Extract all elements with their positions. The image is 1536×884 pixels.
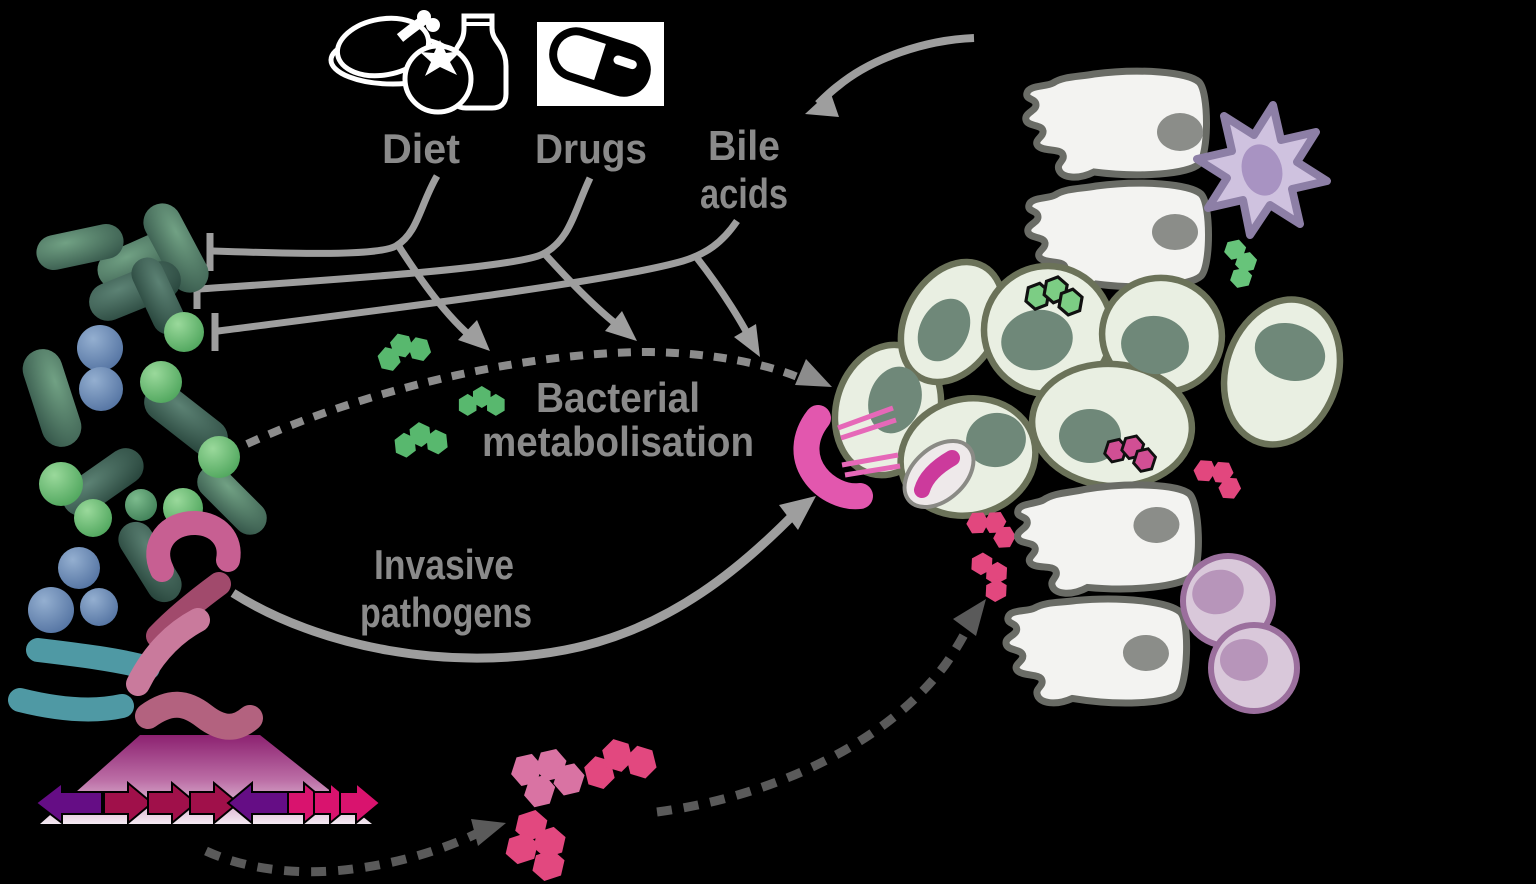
arrowhead bbox=[805, 91, 839, 117]
green-coccus bbox=[140, 361, 182, 403]
blue-coccus bbox=[28, 587, 74, 633]
pill-shine bbox=[613, 55, 637, 70]
drumstick-bone bbox=[426, 18, 440, 32]
arrowhead bbox=[458, 320, 490, 351]
cell-nucleus bbox=[868, 366, 922, 434]
arrowhead bbox=[795, 359, 832, 387]
attached-pathogen bbox=[793, 405, 901, 510]
epithelium bbox=[793, 71, 1344, 714]
cell-nucleus bbox=[966, 412, 1026, 468]
drugs-label: Drugs bbox=[535, 125, 647, 172]
tomato-calyx bbox=[420, 40, 461, 76]
pink-pathogen-bacterium bbox=[126, 608, 210, 696]
cell-nucleus bbox=[1121, 315, 1189, 375]
bacterial-metabolisation-label: Bacterial bbox=[536, 374, 700, 421]
invasive-pathogens-label: Invasive bbox=[374, 541, 514, 588]
invasive-pathogens-arrow bbox=[230, 504, 804, 663]
bacterial-metabolisation-label: metabolisation bbox=[482, 418, 754, 465]
green-coccus bbox=[198, 436, 240, 478]
inhibition-line-bile bbox=[217, 219, 740, 335]
diet-label: Diet bbox=[382, 125, 460, 172]
epithelial-cell bbox=[1016, 483, 1200, 595]
modulator-connectors bbox=[193, 174, 758, 351]
drugs-icon bbox=[537, 22, 664, 106]
teal-rod-bacterium bbox=[8, 688, 134, 722]
cell-nucleus bbox=[1122, 634, 1169, 671]
cell-nucleus bbox=[1157, 113, 1203, 151]
bile-acids-label: acids bbox=[700, 170, 788, 217]
gene-arrow-right-crimson bbox=[147, 780, 198, 826]
cell-nucleus bbox=[1133, 506, 1180, 543]
connector-arrowheads bbox=[458, 311, 760, 357]
pill-capsule-half bbox=[592, 40, 647, 93]
invasive-pathogens-label: pathogens bbox=[360, 589, 532, 636]
arrowhead bbox=[779, 496, 816, 530]
gene-arrow-right-crimson bbox=[189, 780, 240, 826]
gene-cassette bbox=[34, 780, 382, 826]
gene-arrow-right-pink bbox=[339, 780, 382, 826]
dashed-arrow-metabolisation-to-epithelium bbox=[245, 347, 802, 448]
diet-icon bbox=[328, 10, 509, 115]
pathogen-body bbox=[793, 405, 873, 510]
cell-nucleus bbox=[1241, 144, 1283, 196]
arrowhead bbox=[734, 324, 760, 357]
green-coccus bbox=[39, 462, 83, 506]
pink-pathogen-bacterium bbox=[146, 511, 241, 582]
inhibition-line-diet bbox=[212, 174, 441, 257]
cell-nucleus bbox=[1152, 214, 1198, 250]
cell-nucleus bbox=[1220, 639, 1268, 681]
cell-nucleus bbox=[1001, 309, 1073, 371]
bile-acids-label: Bile bbox=[708, 122, 780, 169]
blue-coccus bbox=[58, 547, 100, 589]
drumstick-bone bbox=[417, 10, 431, 24]
green-coccus bbox=[164, 312, 204, 352]
cell-nucleus bbox=[917, 298, 971, 362]
epithelial-cell bbox=[1004, 595, 1188, 707]
inhibition-line-drugs bbox=[199, 176, 594, 293]
green-coccus bbox=[74, 499, 112, 537]
cell-nucleus bbox=[1254, 322, 1326, 382]
pili bbox=[837, 405, 901, 478]
microbiota-cluster bbox=[8, 196, 274, 740]
epithelial-cell bbox=[1028, 183, 1209, 289]
cell-nucleus bbox=[1192, 569, 1244, 615]
epithelial-cell bbox=[1026, 71, 1207, 177]
dark-green-coccus bbox=[125, 489, 157, 521]
engulfed-pathogen bbox=[914, 450, 960, 498]
blue-coccus bbox=[79, 367, 123, 411]
gene-arrow-left-purple bbox=[34, 780, 103, 826]
dashed-arrow-metabolites-to-epithelium bbox=[656, 611, 980, 817]
gene-arrow-right-crimson bbox=[103, 780, 154, 826]
arrowhead bbox=[605, 311, 637, 341]
arrowhead bbox=[953, 599, 986, 636]
dashed-arrow-genes-to-metabolites bbox=[204, 825, 489, 877]
pink-pathogen-bacterium bbox=[135, 691, 263, 740]
blue-coccus bbox=[77, 325, 123, 371]
arrowhead bbox=[471, 819, 506, 846]
blue-coccus bbox=[80, 588, 118, 626]
